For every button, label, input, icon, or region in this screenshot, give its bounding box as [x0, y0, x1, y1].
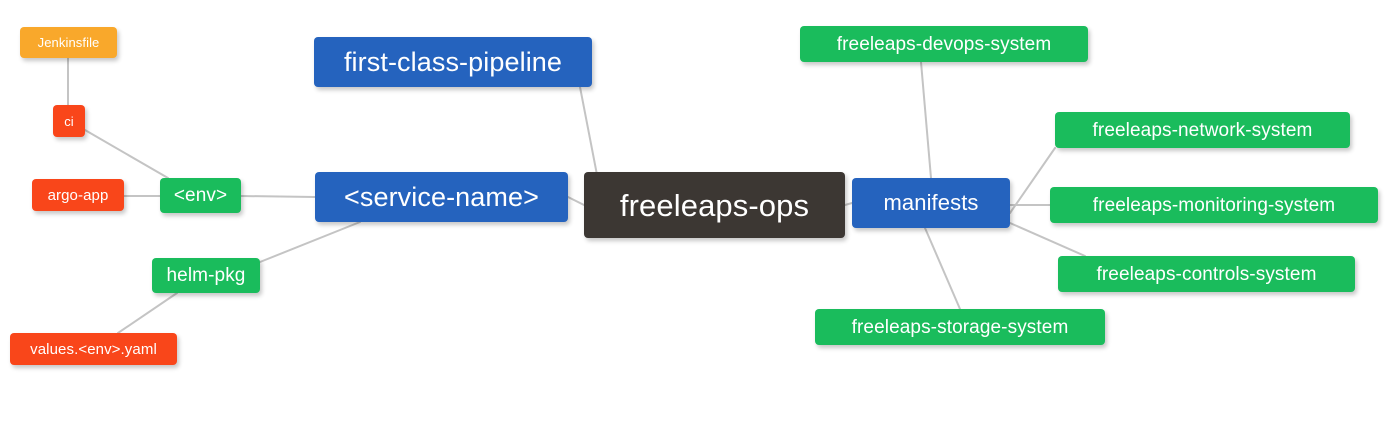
mindmap-node-label: <env> — [173, 185, 228, 206]
mindmap-node-label: first-class-pipeline — [343, 46, 563, 77]
edge-helm-pkg-to-values-env-yaml — [117, 292, 178, 334]
edge-manifests-to-freeleaps-storage-system — [924, 227, 961, 310]
mindmap-node-label: freeleaps-storage-system — [851, 316, 1069, 338]
mindmap-node-label: Jenkinsfile — [37, 35, 100, 50]
mindmap-node-label: manifests — [883, 190, 979, 215]
mindmap-node-jenkinsfile[interactable]: Jenkinsfile — [20, 27, 117, 58]
mindmap-node-freeleaps-network-system[interactable]: freeleaps-network-system — [1055, 112, 1350, 148]
edge-env-to-ci — [84, 129, 169, 179]
edge-freeleaps-ops-to-manifests — [844, 202, 853, 206]
mindmap-node-freeleaps-monitoring-system[interactable]: freeleaps-monitoring-system — [1050, 187, 1378, 223]
mindmap-node-label: freeleaps-monitoring-system — [1092, 194, 1336, 216]
mindmap-node-freeleaps-ops[interactable]: freeleaps-ops — [584, 172, 845, 238]
edge-manifests-to-freeleaps-network-system — [1009, 147, 1056, 214]
mindmap-node-env[interactable]: <env> — [160, 178, 241, 213]
edge-freeleaps-ops-to-first-class-pipeline — [579, 86, 599, 181]
mindmap-node-helm-pkg[interactable]: helm-pkg — [152, 258, 260, 293]
mindmap-node-freeleaps-controls-system[interactable]: freeleaps-controls-system — [1058, 256, 1355, 292]
mindmap-node-ci[interactable]: ci — [53, 105, 85, 137]
mindmap-node-label: freeleaps-ops — [619, 187, 810, 223]
mindmap-node-label: freeleaps-network-system — [1092, 119, 1313, 141]
mindmap-node-label: ci — [64, 113, 74, 129]
mindmap-node-label: freeleaps-controls-system — [1096, 263, 1317, 285]
mindmap-node-label: <service-name> — [344, 181, 539, 212]
mindmap-node-values-env-yaml[interactable]: values.<env>.yaml — [10, 333, 177, 365]
edge-freeleaps-ops-to-service-name — [567, 196, 585, 206]
mindmap-node-freeleaps-devops-system[interactable]: freeleaps-devops-system — [800, 26, 1088, 62]
mindmap-node-argo-app[interactable]: argo-app — [32, 179, 124, 211]
mindmap-node-label: argo-app — [47, 186, 109, 204]
edge-service-name-to-env — [240, 195, 316, 198]
edge-manifests-to-freeleaps-devops-system — [920, 61, 932, 179]
mindmap-node-freeleaps-storage-system[interactable]: freeleaps-storage-system — [815, 309, 1105, 345]
mindmap-node-service-name[interactable]: <service-name> — [315, 172, 568, 222]
mindmap-node-label: freeleaps-devops-system — [836, 33, 1052, 55]
mindmap-node-manifests[interactable]: manifests — [852, 178, 1010, 228]
mindmap-node-first-class-pipeline[interactable]: first-class-pipeline — [314, 37, 592, 87]
edge-service-name-to-helm-pkg — [259, 221, 361, 263]
mindmap-node-label: values.<env>.yaml — [30, 340, 157, 358]
edge-manifests-to-freeleaps-controls-system — [1009, 222, 1086, 257]
mindmap-node-label: helm-pkg — [166, 265, 246, 286]
